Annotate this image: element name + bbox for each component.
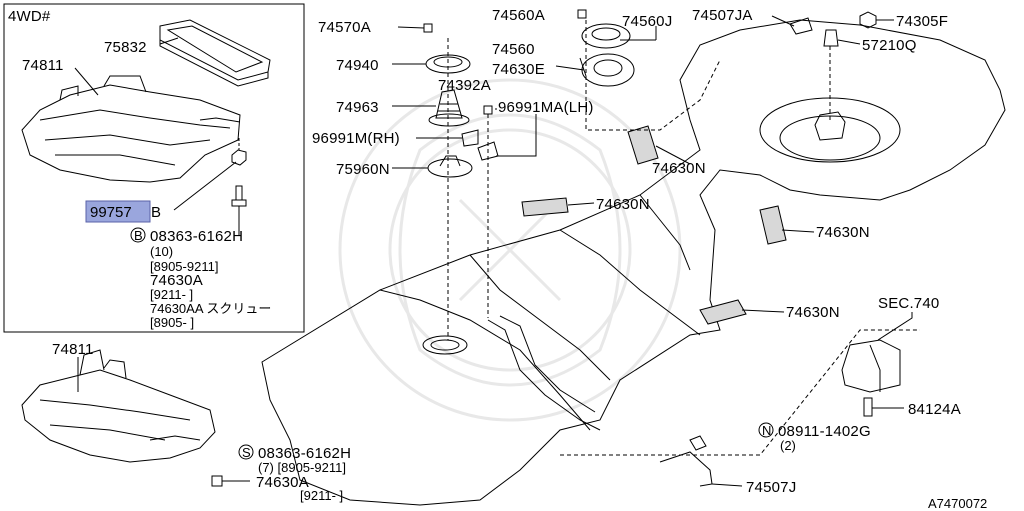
callout-sec740: SEC.740 [878, 295, 939, 312]
part-74811-undercover-inset [21, 75, 241, 183]
reference-code: A7470072 [928, 496, 987, 511]
bracket-74507j [659, 435, 713, 487]
note-n-circle [758, 422, 774, 438]
note-b-range1: [8905-9211] [150, 259, 218, 274]
callout-74560a: 74560A [492, 7, 545, 24]
screw-74392a [483, 105, 493, 115]
note-b-range3: [8905- ] [150, 315, 194, 330]
boot-74560 [581, 53, 635, 87]
note-b-letter: B [134, 228, 143, 243]
note-n-letter: N [762, 423, 771, 438]
callout-74963: 74963 [336, 99, 379, 116]
plug-57210q [823, 29, 839, 47]
callout-74811-inset: 74811 [22, 57, 64, 74]
clip-74560a [577, 9, 587, 19]
callout-74392a: 74392A [438, 77, 491, 94]
callout-74507j: 74507J [746, 479, 796, 496]
callout-74630n-2: 74630N [596, 196, 650, 213]
note-s-range: [9211- ] [300, 488, 343, 503]
note-s-line2: (7) [8905-9211] [258, 460, 346, 475]
stud-84124a [863, 397, 873, 417]
note-b-range2: [9211- ] [150, 287, 193, 302]
pad-74630n-3 [759, 205, 787, 245]
mount-sec740 [841, 339, 901, 393]
note-b-qty: (10) [150, 244, 173, 259]
callout-74630e: 74630E [492, 61, 545, 78]
callout-74940: 74940 [336, 57, 379, 74]
callout-74811-lower: 74811 [52, 341, 94, 358]
note-b-circle [130, 227, 146, 243]
highlight-99757[interactable] [85, 200, 151, 223]
bracket-74507ja [789, 17, 813, 35]
note-n-part: 08911-1402G [778, 423, 871, 440]
pad-74630n-1 [627, 125, 659, 165]
callout-74305f: 74305F [896, 13, 948, 30]
callout-99757-suffix: B [151, 204, 161, 221]
note-s-part: 08363-6162H [258, 445, 351, 462]
callout-96991m: 96991M(RH) [312, 130, 400, 147]
note-b-part3: 74630AA スクリュー [150, 301, 271, 316]
callout-74560j: 74560J [622, 13, 672, 30]
callout-75960n: 75960N [336, 161, 390, 178]
pad-74630n-2 [521, 197, 569, 217]
callout-74560: 74560 [492, 41, 535, 58]
callout-57210q: 57210Q [862, 37, 917, 54]
clip-74570a [423, 23, 433, 33]
note-s-circle [238, 444, 254, 460]
boot-ring-75960n [427, 155, 473, 178]
callout-84124a: 84124A [908, 401, 961, 418]
part-74811-undercover-lower [21, 349, 216, 463]
retainer-74560j [581, 23, 631, 49]
callout-75832: 75832 [104, 39, 147, 56]
inset-title: 4WD# [8, 8, 51, 25]
callout-74630n-1: 74630N [652, 160, 706, 177]
watermark-emblem [338, 78, 682, 422]
fastener-nut-inset [231, 138, 247, 222]
nut-74305f [859, 11, 877, 29]
shift-boot-74963 [428, 89, 470, 127]
callout-74630n-3: 74630N [816, 224, 870, 241]
bolt-74630a-lower [211, 475, 250, 487]
pad-74630n-4 [699, 299, 747, 325]
callout-96991ma: 96991MA(LH) [498, 99, 594, 116]
bracket-96991m [461, 129, 479, 147]
boot-retainer-74940 [425, 54, 471, 74]
callout-74630a-lower: 74630A [256, 474, 309, 491]
note-n-qty: (2) [780, 438, 796, 453]
floor-pan-body [261, 19, 1006, 506]
callout-74507ja: 74507JA [692, 7, 753, 24]
note-b-part: 08363-6162H [150, 228, 243, 245]
callout-99757-highlighted[interactable]: 99757 [90, 204, 132, 221]
part-75832-plate [159, 19, 271, 87]
note-s-letter: S [242, 445, 251, 460]
callout-74630n-4: 74630N [786, 304, 840, 321]
callout-74570a: 74570A [318, 19, 371, 36]
inset-frame [3, 3, 305, 333]
note-b-part2: 74630A [150, 272, 203, 289]
